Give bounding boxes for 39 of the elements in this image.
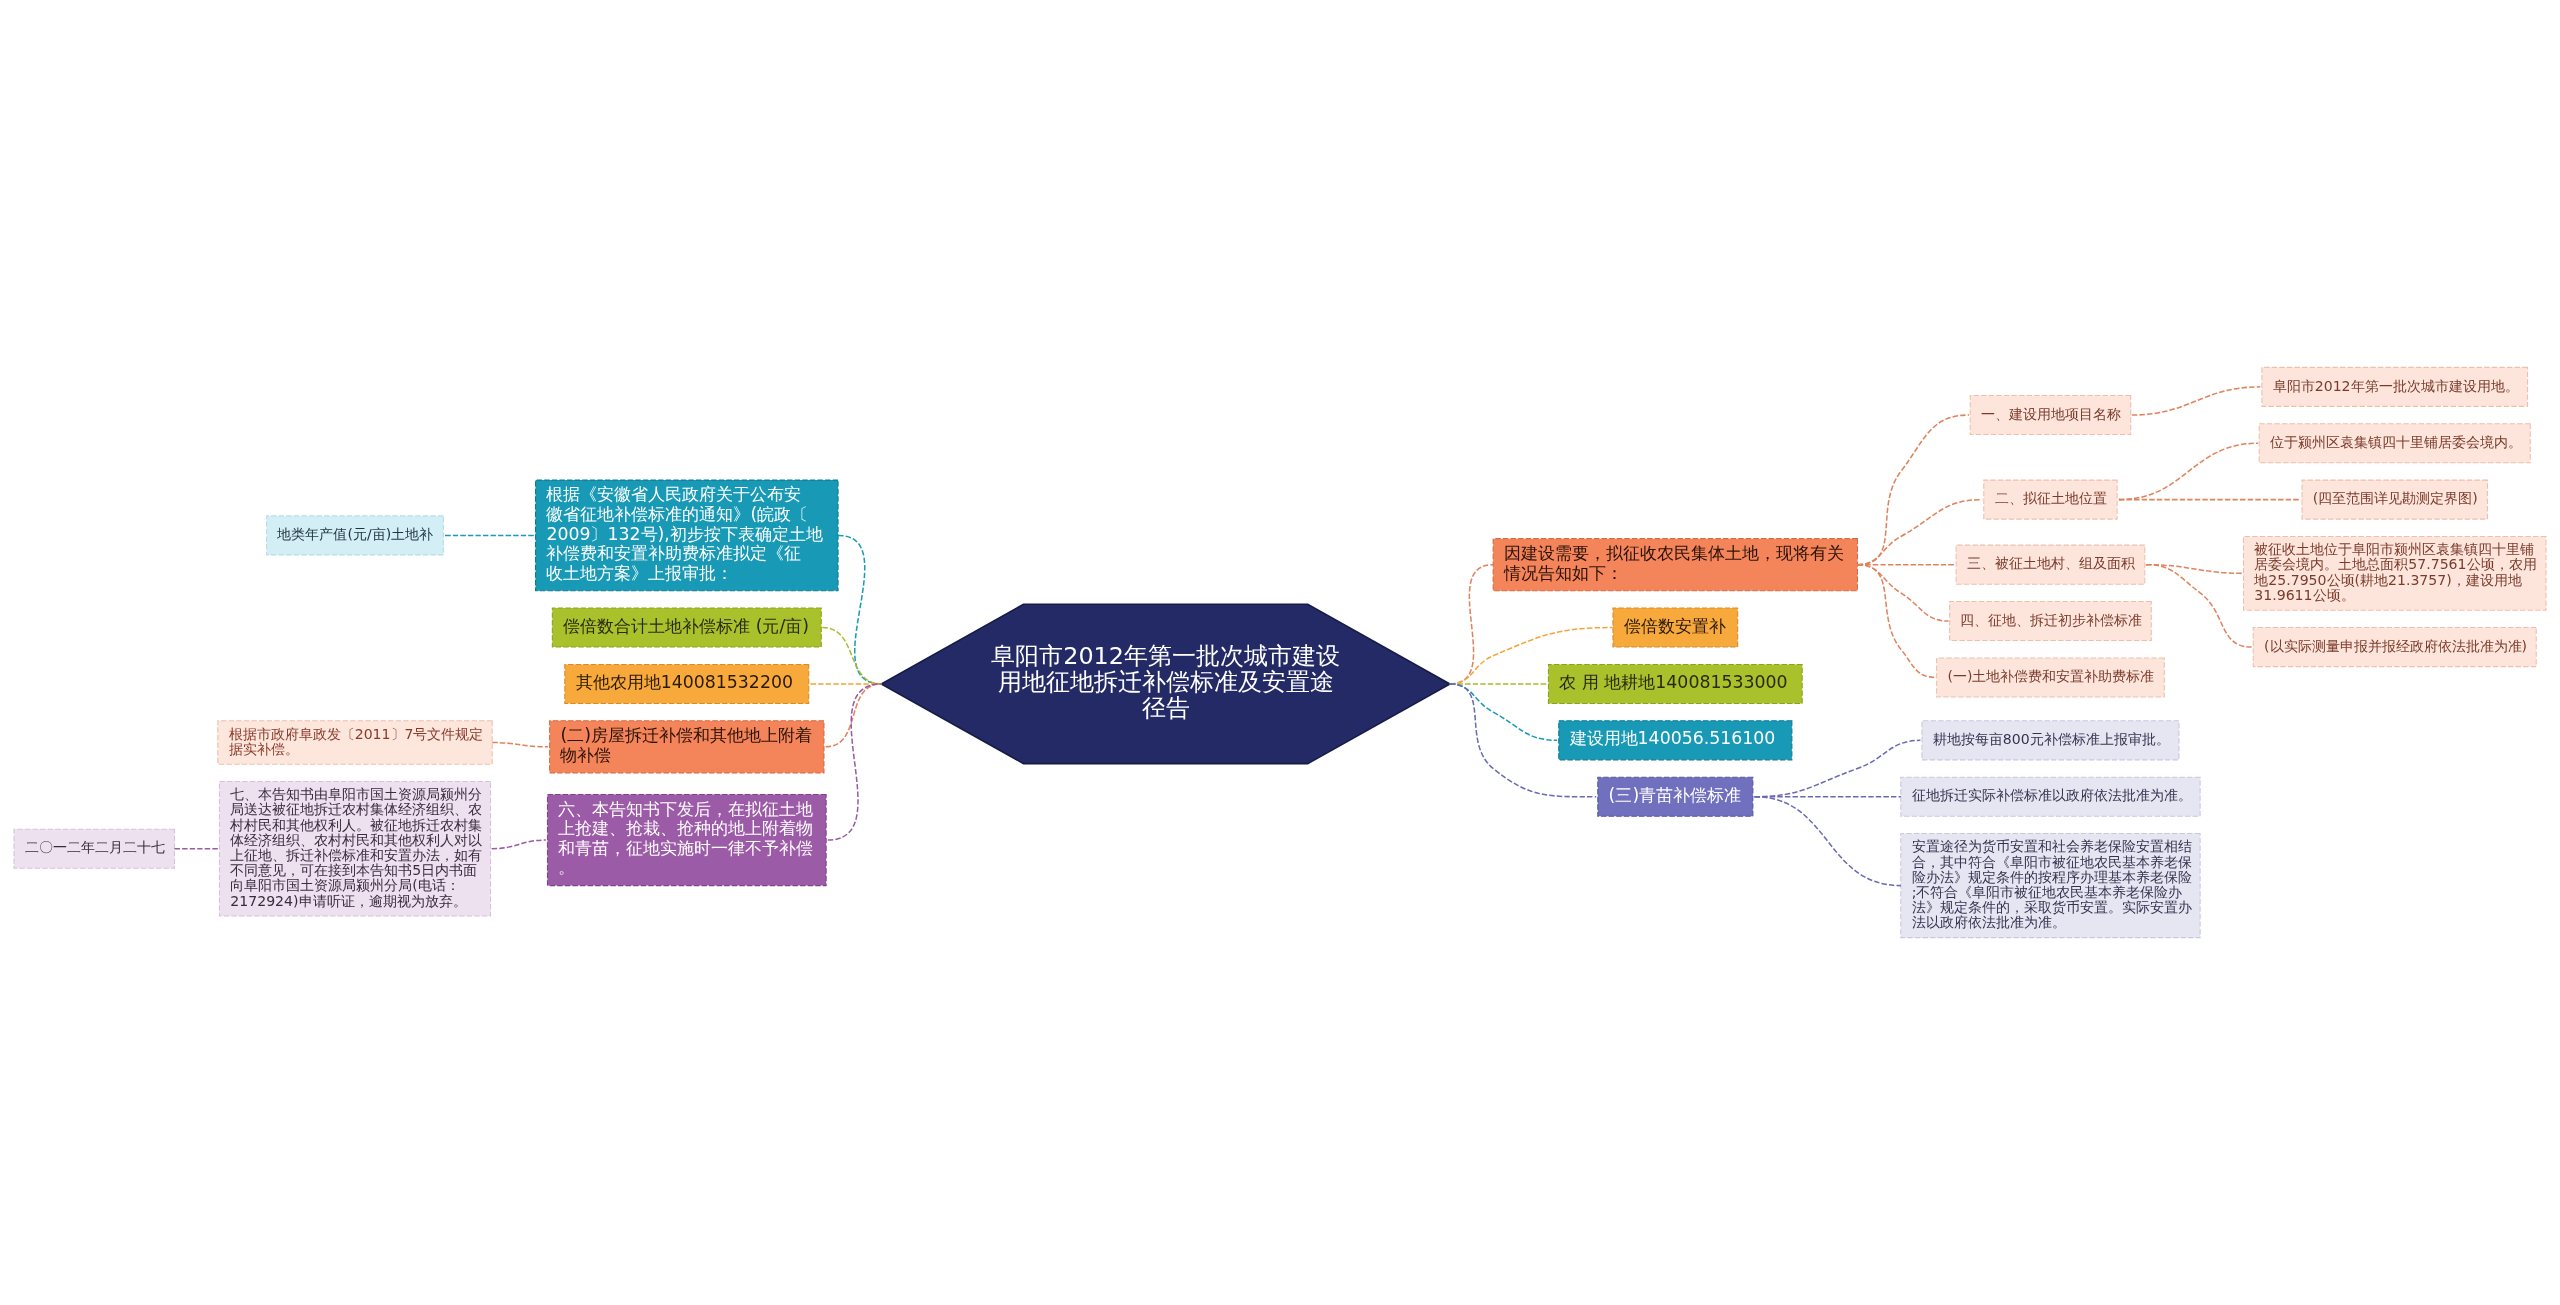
connector xyxy=(809,683,883,685)
node-box: 其他农用地140081532200 xyxy=(564,663,810,704)
node-box: 七、本告知书由阜阳市国土资源局颍州分局送达被征地拆迁农村集体经济组织、农村村民和其他权利人。被征地拆迁农村集体经济组织、农村村民和其他权利人对以上征地、拆迁补偿标准和安置办法，如有不同意见，可在接到本告知书5日内书面向阜阳市国土资源局颍州分局(电话：2172924)申请听证，逾期视为放弃。 xyxy=(218,781,492,917)
node-box: (以实际测量申报并报经政府依法批准为准) xyxy=(2252,627,2537,668)
node-box: 偿倍数安置补 xyxy=(1612,607,1739,648)
node-box: 三、被征土地村、组及面积 xyxy=(1955,544,2146,585)
node-box: 二、拟征土地位置 xyxy=(1983,479,2118,520)
node-box: 被征收土地位于阜阳市颍州区袁集镇四十里铺居委会境内。土地总面积57.7561公顷，农用地25.7950公顷(耕地21.3757)，建设用地31.9611公顷。 xyxy=(2242,535,2547,611)
connector xyxy=(1856,563,1937,679)
connector xyxy=(2118,498,2302,501)
node-box: 地类年产值(元/亩)土地补 xyxy=(266,515,444,556)
node-box: 四、征地、拆迁初步补偿标准 xyxy=(1949,601,2152,642)
node-box: 阜阳市2012年第一批次城市建设用地。 xyxy=(2261,366,2529,407)
connector xyxy=(827,683,883,841)
connector xyxy=(173,848,220,850)
node-box: 农 用 地耕地140081533000 xyxy=(1547,663,1803,704)
node-box: (二)房屋拆迁补偿和其他地上附着物补偿 xyxy=(549,720,825,774)
node-box: 位于颍州区袁集镇四十里铺居委会境内。 xyxy=(2258,423,2531,464)
node-box: 六、本告知书下发后，在拟征土地上抢建、抢栽、抢种的地上附着物和青苗，征地实施时一律不予补偿。 xyxy=(546,794,827,887)
node-box: 根据市政府阜政发〔2011〕7号文件规定据实补偿。 xyxy=(217,720,493,765)
connector xyxy=(490,839,547,850)
node-box: 因建设需要，拟征收农民集体土地，现将有关情况告知如下： xyxy=(1492,538,1858,592)
node-box: (三)青苗补偿标准 xyxy=(1597,776,1754,817)
connector xyxy=(444,534,537,537)
connector xyxy=(1449,683,1597,798)
connector xyxy=(491,741,549,748)
node-box: (一)土地补偿费和安置补助费标准 xyxy=(1936,657,2165,698)
node-box: (四至范围详见勘测定界图) xyxy=(2301,479,2488,520)
node-box: 征地拆迁实际补偿标准以政府依法批准为准。 xyxy=(1900,776,2201,817)
connector xyxy=(2131,386,2262,416)
node-box: 耕地按每亩800元补偿标准上报审批。 xyxy=(1921,720,2180,761)
node-box: 建设用地140056.516100 xyxy=(1558,720,1793,761)
node-box: 二〇一二年二月二十七 xyxy=(13,828,175,869)
node-box: 安置途径为货币安置和社会养老保险安置相结合，其中符合《阜阳市被征地农民基本养老保险办法》规定条件的按程序办理基本养老保险;不符合《阜阳市被征地农民基本养老保险办法》规定条件的，采取货币安置。实际安置办法以政府依法批准为准。 xyxy=(1900,833,2201,939)
node-box: 根据《安徽省人民政府关于公布安徽省征地补偿标准的通知》(皖政〔2009〕132号),初步按下表确定土地补偿费和安置补助费标准拟定《征收土地方案》上报审批： xyxy=(535,479,839,592)
connector xyxy=(2145,563,2253,648)
connector xyxy=(1753,795,1902,887)
node-box: 偿倍数合计土地补偿标准 (元/亩) xyxy=(551,607,822,648)
node-box: 一、建设用地项目名称 xyxy=(1969,395,2132,436)
